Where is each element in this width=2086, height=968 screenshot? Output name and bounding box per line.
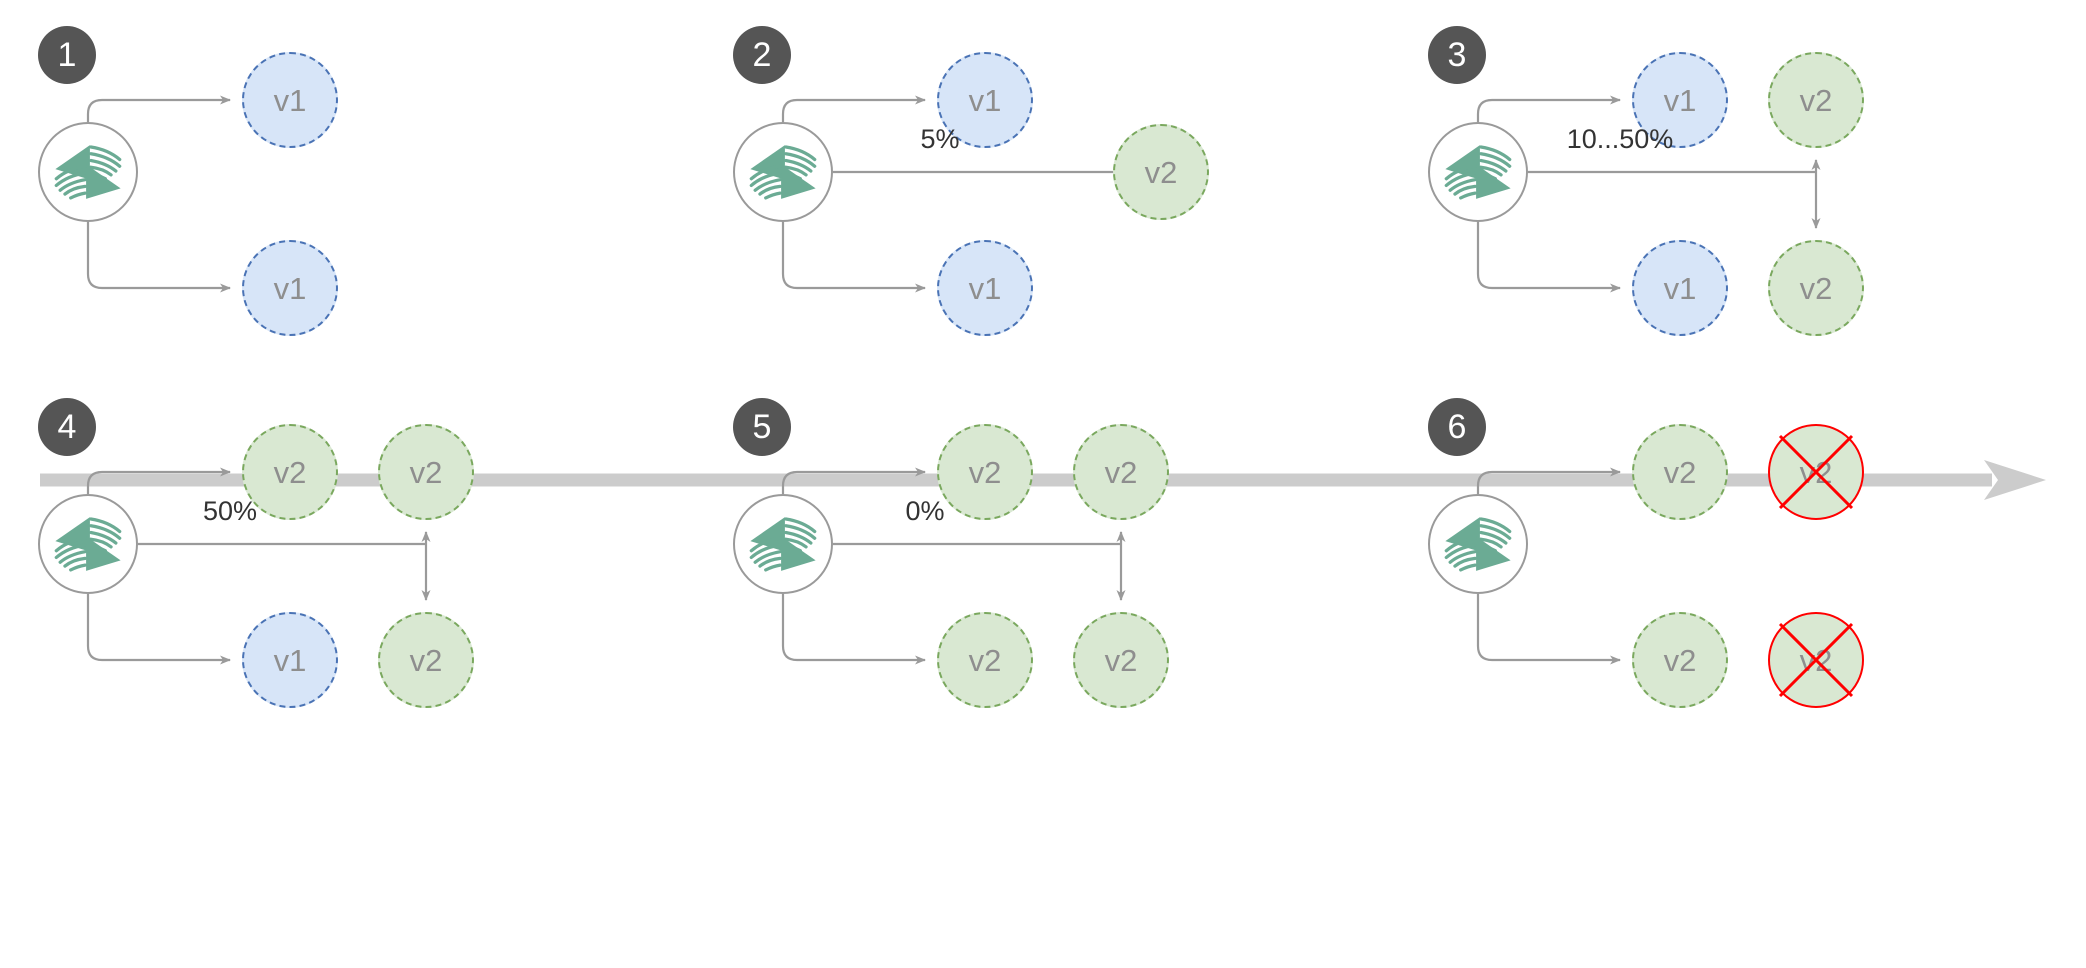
version-node-bottom-extra[interactable]: v2 [378,612,474,708]
argo-source-node[interactable] [38,122,138,222]
version-node-label: v1 [273,643,307,678]
version-node-label: v2 [1104,643,1138,678]
version-node-label: v2 [1144,155,1178,190]
version-node-label: v2 [273,455,307,490]
version-node-label: v1 [968,83,1002,118]
edge-wires [86,95,231,293]
version-node-label: v2 [409,455,443,490]
version-node-bottom[interactable]: v2 [1632,612,1728,708]
edge-wires [1476,467,1621,665]
traffic-weight-label: 10...50% [1566,124,1674,154]
version-node-label: v2 [1799,455,1833,490]
version-node-label: v2 [1663,643,1697,678]
argo-logo-icon [749,145,817,200]
traffic-weight-label: 50% [202,496,258,526]
version-node-label: v2 [1104,455,1138,490]
version-node-terminated-top-extra[interactable]: v2 [1768,424,1864,520]
step-number-badge: 1 [38,26,96,84]
version-node-label: v2 [968,643,1002,678]
version-node-top[interactable]: v1 [937,52,1033,148]
version-node-top[interactable]: v2 [937,424,1033,520]
version-node-bottom[interactable]: v1 [937,240,1033,336]
version-node-top-extra[interactable]: v2 [1073,424,1169,520]
rollout-step-panel: 4 v2 v1 v2 v2 50% [30,394,550,764]
rollout-step-panel: 6 v2 v2 v2 [1420,394,1940,764]
argo-logo-icon [54,145,122,200]
version-node-top[interactable]: v1 [242,52,338,148]
argo-logo-icon [749,517,817,572]
version-node-canary-target[interactable]: v2 [1113,124,1209,220]
traffic-weight-label: 5% [920,124,960,154]
argo-source-node[interactable] [38,494,138,594]
version-node-label: v1 [273,271,307,306]
version-node-bottom-extra[interactable]: v2 [1768,240,1864,336]
rollout-step-panel: 3 v1 v1 v2 v2 10...50% [1420,22,1940,392]
version-node-label: v1 [968,271,1002,306]
argo-source-node[interactable] [1428,494,1528,594]
argo-logo-icon [54,517,122,572]
version-node-label: v1 [1663,83,1697,118]
version-node-label: v2 [1799,271,1833,306]
version-node-top[interactable]: v2 [1632,424,1728,520]
step-number-badge: 6 [1428,398,1486,456]
edge-wires [781,467,1126,665]
version-node-label: v2 [1799,83,1833,118]
rollout-step-panel: 5 v2 v2 v2 v2 0% [725,394,1245,764]
version-node-bottom[interactable]: v1 [242,612,338,708]
version-node-bottom-extra[interactable]: v2 [1073,612,1169,708]
version-node-top-extra[interactable]: v2 [378,424,474,520]
argo-source-node[interactable] [733,122,833,222]
argo-source-node[interactable] [733,494,833,594]
argo-source-node[interactable] [1428,122,1528,222]
version-node-top[interactable]: v2 [242,424,338,520]
edge-wires [1476,95,1821,293]
version-node-label: v1 [273,83,307,118]
version-node-bottom[interactable]: v2 [937,612,1033,708]
step-number-badge: 2 [733,26,791,84]
version-node-label: v2 [409,643,443,678]
traffic-weight-label: 0% [905,496,945,526]
edge-wires [86,467,431,665]
version-node-label: v2 [1663,455,1697,490]
version-node-bottom[interactable]: v1 [242,240,338,336]
argo-logo-icon [1444,145,1512,200]
rollout-step-panel: 1 v1 v1 [30,22,550,392]
version-node-label: v1 [1663,271,1697,306]
rollout-step-panel: 2 v1 v1 v2 5% [725,22,1245,392]
step-number-badge: 5 [733,398,791,456]
version-node-top-extra[interactable]: v2 [1768,52,1864,148]
version-node-terminated-bottom-extra[interactable]: v2 [1768,612,1864,708]
version-node-bottom[interactable]: v1 [1632,240,1728,336]
step-number-badge: 3 [1428,26,1486,84]
version-node-label: v2 [968,455,1002,490]
step-number-badge: 4 [38,398,96,456]
argo-logo-icon [1444,517,1512,572]
version-node-top[interactable]: v1 [1632,52,1728,148]
version-node-label: v2 [1799,643,1833,678]
